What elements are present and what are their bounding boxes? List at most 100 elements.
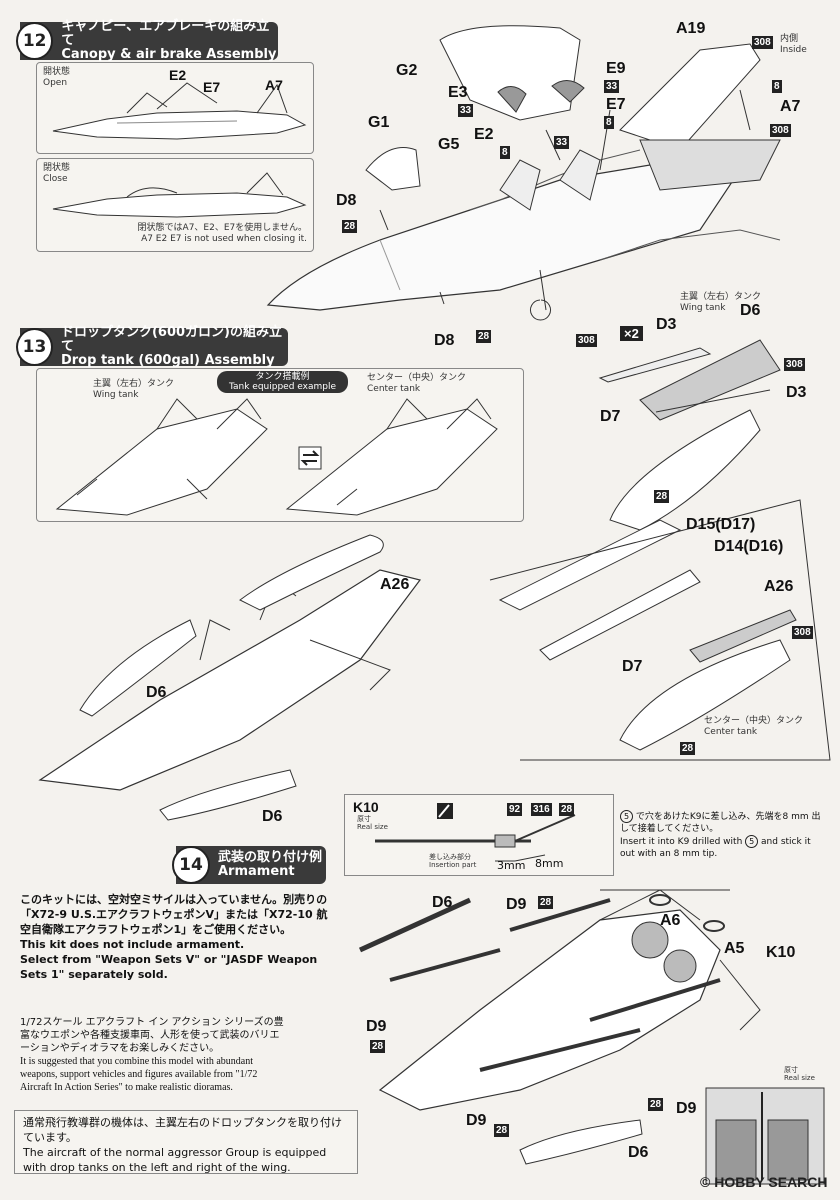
dim-3mm: 3mm (497, 859, 526, 872)
badge-308-b: 308 (784, 358, 805, 371)
label-d7-a: D7 (600, 408, 621, 425)
armament-note-jp: このキットには、空対空ミサイルは入っていません。別売りの「X72-9 U.S.エ… (20, 893, 328, 936)
real-size-small-en: Real size (784, 1074, 815, 1082)
real-size-small-jp: 原寸 (784, 1066, 798, 1074)
label-g2: G2 (396, 62, 418, 79)
badge-33-e9: 33 (604, 80, 620, 93)
k9-circle2-icon: 5 (745, 835, 759, 848)
center-tank-en2: Center tank (704, 727, 758, 737)
open-jet-drawing (52, 82, 307, 140)
label-d6-top: D6 (432, 894, 453, 911)
armament-note-en1: This kit does not include armament. (20, 938, 245, 951)
dim-8mm: 8mm (535, 857, 564, 870)
k10-real-jp: 原寸 (357, 815, 371, 823)
center-tank-jp2: センター（中央）タンク (704, 716, 804, 726)
aggressor-note: 通常飛行教導群の機体は、主翼左右のドロップタンクを取り付けています。 The a… (14, 1110, 358, 1174)
step13-title-jp: ドロップタンク(600ガロン)の組み立て (60, 325, 283, 354)
close-note-jp: 閉状態ではA7、E2、E7を使用しません。 (137, 223, 307, 233)
label-a26-b: A26 (764, 578, 794, 595)
open-state-box: 開状態 Open E2 E7 A7 (36, 62, 314, 154)
label-a19: A19 (676, 20, 706, 37)
label-d6: D6 (740, 302, 761, 319)
k10-box: K10 原寸 Real size 92 316 28 差し込み部分 Insert… (344, 794, 614, 876)
label-d3-a: D3 (656, 316, 677, 333)
tank-example-jp: タンク搭載例 (255, 372, 310, 382)
wing-tank-en: Wing tank (93, 390, 139, 400)
close-label-en: Close (43, 174, 68, 184)
label-d3-b: D3 (786, 384, 807, 401)
wing-tank-jp2: 主翼（左右）タンク (680, 292, 762, 302)
step13-right-drawing (38, 339, 831, 821)
label-d7-b: D7 (622, 658, 643, 675)
label-e7-small: E7 (203, 79, 221, 95)
label-k10: K10 (766, 944, 796, 961)
label-g5: G5 (438, 136, 460, 153)
k9-note-jp: で穴をあけたK9に差し込み、先端を8 mm 出して接着してください。 (620, 812, 821, 834)
step12-title-en: Canopy & air brake Assembly (61, 47, 277, 62)
tank-example-tag: タンク搭載例 Tank equipped example (217, 371, 349, 393)
k10-drawing (375, 803, 576, 862)
badge-8-e7: 8 (604, 116, 614, 129)
label-a7: A7 (780, 98, 801, 115)
badge-308-a7: 308 (770, 124, 791, 137)
step13-number: 13 (16, 328, 53, 366)
badge-28-a: 28 (654, 490, 670, 503)
k10-real-en: Real size (357, 823, 388, 831)
center-tank-jp: センター（中央）タンク (367, 373, 467, 383)
k9-note-en1: Insert it into K9 drilled with (620, 837, 743, 847)
inside-jp: 内側 (780, 34, 799, 44)
badge-28-d9left: 28 (370, 1040, 386, 1053)
badge-33-e3: 33 (458, 104, 474, 117)
label-e2-small: E2 (169, 67, 187, 83)
close-jet-drawing (52, 172, 307, 218)
armament-drawing (358, 889, 825, 1185)
badge-308-c: 308 (792, 626, 813, 639)
inside-en: Inside (780, 45, 807, 55)
open-label-en: Open (43, 78, 68, 88)
tank-example-en: Tank equipped example (229, 382, 337, 392)
tank-example-box: タンク搭載例 Tank equipped example 主翼（左右）タンク W… (36, 368, 524, 522)
insert-en: Insertion part (429, 861, 477, 869)
step12-header: 12 キャノピー、エアブレーキの組み立て Canopy & air brake … (16, 19, 278, 62)
k9-note: 5 で穴をあけたK9に差し込み、先端を8 mm 出して接着してください。 Ins… (620, 810, 826, 860)
label-e2: E2 (474, 126, 494, 143)
watermark-logo: © HOBBY SEARCH (700, 1174, 828, 1190)
open-label-jp: 開状態 (43, 67, 71, 77)
aggressor-en: The aircraft of the normal aggressor Gro… (23, 1146, 327, 1174)
badge-28-b: 28 (680, 742, 696, 755)
label-d15: D15(D17) (686, 516, 756, 533)
step14-title-en: Armament (218, 864, 295, 879)
label-d6-bottom: D6 (628, 1144, 649, 1161)
label-d9-top: D9 (506, 896, 527, 913)
k9-note-en2: and stick it out with an 8 mm tip. (620, 837, 811, 859)
k10-badge-28: 28 (559, 803, 575, 816)
step12-number: 12 (16, 22, 54, 60)
label-d6-main-l: D6 (146, 684, 167, 701)
label-d8-top: D8 (336, 192, 357, 209)
armament-note: このキットには、空対空ミサイルは入っていません。別売りの「X72-9 U.S.エ… (20, 892, 338, 982)
badge-28-d9top: 28 (538, 896, 554, 909)
wing-tank-en2: Wing tank (680, 303, 726, 313)
aggressor-jp: 通常飛行教導群の機体は、主翼左右のドロップタンクを取り付けています。 (23, 1116, 342, 1144)
armament-note-en2: Select from "Weapon Sets V" or "JASDF We… (20, 953, 318, 981)
label-e7: E7 (606, 96, 626, 113)
close-state-box: 閉状態 Close 閉状態ではA7、E2、E7を使用しません。 A7 E2 E7… (36, 158, 314, 252)
badge-x2: ×2 (620, 326, 643, 341)
badge-28-d8b: 28 (476, 330, 492, 343)
k10-badge-92: 92 (507, 803, 523, 816)
k10-title: K10 (353, 799, 379, 815)
badge-8-a: 8 (772, 80, 782, 93)
diorama-en: It is suggested that you combine this mo… (20, 1056, 258, 1093)
label-g1: G1 (368, 114, 390, 131)
diorama-jp: 1/72スケール エアクラフト イン アクション シリーズの豊富なウエポンや各種… (20, 1017, 284, 1054)
step12-main-drawing (266, 25, 781, 321)
label-a5: A5 (724, 940, 745, 957)
step12-title-jp: キャノピー、エアブレーキの組み立て (61, 19, 270, 48)
label-d9-bottom: D9 (466, 1112, 487, 1129)
close-note-en: A7 E2 E7 is not used when closing it. (141, 234, 307, 244)
step14-number: 14 (172, 846, 210, 884)
k9-circle-icon: 5 (620, 810, 633, 823)
badge-308-a: 308 (576, 334, 597, 347)
wing-tank-jp: 主翼（左右）タンク (93, 379, 175, 389)
label-d9-left: D9 (366, 1018, 387, 1035)
